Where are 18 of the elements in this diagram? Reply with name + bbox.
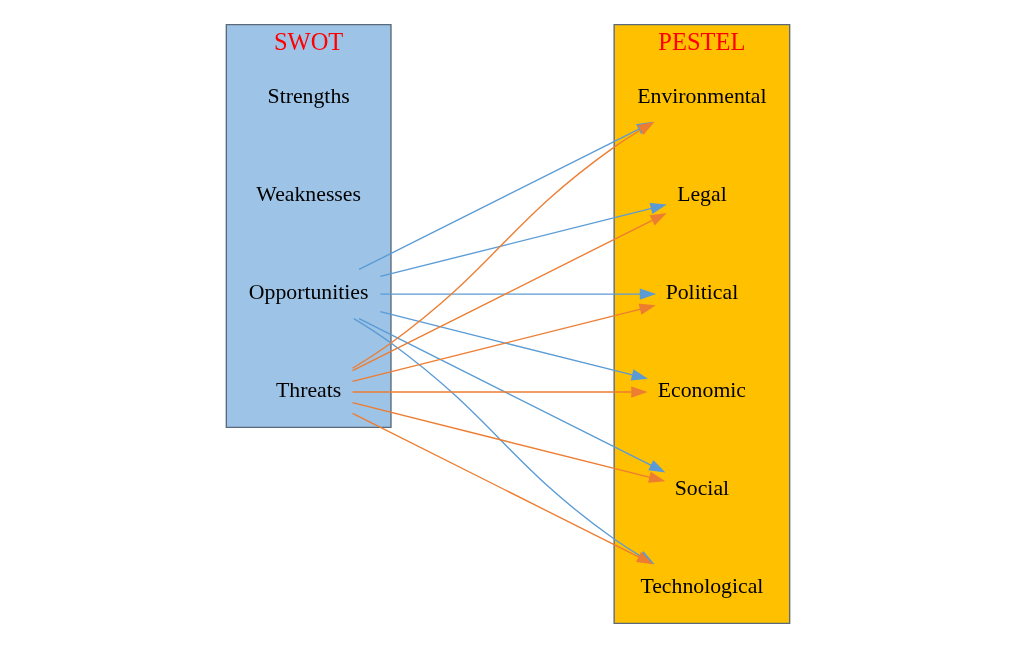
arrow xyxy=(379,288,657,300)
arrow xyxy=(351,402,666,483)
node-text: Economic xyxy=(657,378,747,403)
arrow xyxy=(351,303,656,383)
node-text: Strengths xyxy=(267,84,350,109)
node-text: Threats xyxy=(276,378,342,403)
node-text: Weaknesses xyxy=(256,182,361,207)
node-text: Social xyxy=(674,476,730,501)
arrow xyxy=(351,213,667,372)
node-text: Opportunities xyxy=(248,280,369,305)
arrow xyxy=(358,318,666,473)
node-text: Political xyxy=(665,280,739,305)
arrow xyxy=(351,386,648,398)
arrow xyxy=(379,203,667,278)
arrow xyxy=(379,311,648,381)
node-text: Technological xyxy=(640,574,764,599)
node-text: Legal xyxy=(677,182,727,207)
node-text: Environmental xyxy=(637,84,767,109)
